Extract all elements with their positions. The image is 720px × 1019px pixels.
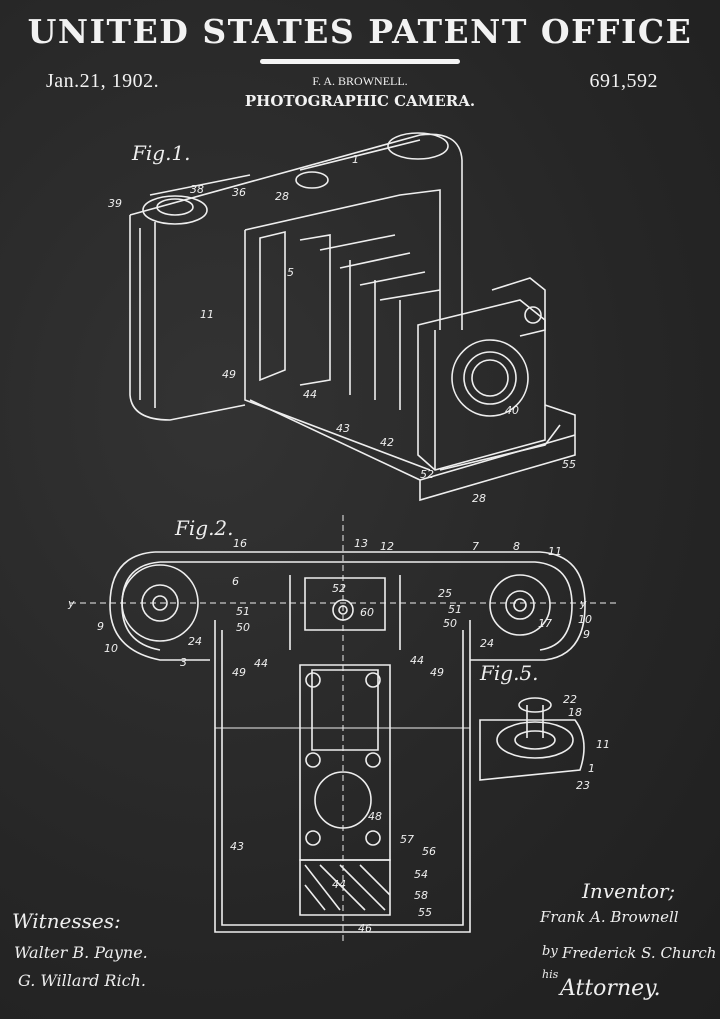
fig1-label: Fig.1. [131, 141, 191, 165]
patent-date: Jan.21, 1902. [46, 70, 160, 92]
witness-signature: G. Willard Rich. [18, 971, 146, 990]
ref-numeral: 23 [576, 779, 590, 792]
ref-numeral: 1 [352, 153, 359, 166]
fig5-label: Fig.5. [479, 661, 539, 685]
ref-numeral: 13 [354, 537, 368, 550]
ref-numeral: 3 [180, 656, 187, 669]
ref-numeral: 55 [562, 458, 576, 471]
ref-numeral: 49 [232, 666, 246, 679]
ref-numeral: 9 [97, 620, 104, 633]
ref-numeral: 18 [568, 706, 582, 719]
ref-numeral: 49 [430, 666, 444, 679]
fig2-section-drawing [70, 515, 620, 945]
ref-numeral: 50 [236, 621, 250, 634]
ref-numeral: 40 [505, 404, 519, 417]
ref-numeral: 12 [380, 540, 394, 553]
patent-number: 691,592 [589, 70, 658, 92]
inventor-label: Inventor; [581, 879, 675, 903]
ref-numeral: 54 [414, 868, 428, 881]
title-divider [260, 59, 460, 64]
ref-numeral: 42 [380, 436, 394, 449]
ref-numeral: 43 [336, 422, 350, 435]
ref-numeral: 48 [368, 810, 382, 823]
ref-numeral: 55 [418, 906, 432, 919]
ref-numeral: 28 [472, 492, 486, 505]
his-text: his [542, 968, 559, 981]
ref-numeral: 44 [332, 878, 346, 891]
inventor-name: F. A. BROWNELL. [312, 74, 408, 88]
ref-numeral: 10 [578, 613, 592, 626]
ref-numeral: y [67, 597, 75, 610]
ref-numeral: 51 [236, 605, 250, 618]
attorney-signature: Frederick S. Church [561, 944, 716, 962]
ref-numeral: 50 [443, 617, 457, 630]
ref-numeral: 58 [414, 889, 428, 902]
fig2-label: Fig.2. [174, 516, 234, 540]
ref-numeral: 1 [588, 762, 595, 775]
ref-numeral: 5 [287, 266, 294, 279]
ref-numeral: 52 [420, 468, 434, 481]
ref-numeral: 46 [358, 922, 372, 935]
by-text: by [542, 944, 558, 959]
inventor-signature: Frank A. Brownell [539, 908, 679, 926]
attorney-label: Attorney. [558, 976, 661, 1001]
ref-numeral: 38 [190, 183, 204, 196]
ref-numeral: y [579, 597, 587, 610]
ref-numeral: 8 [513, 540, 520, 553]
ref-numeral: 28 [275, 190, 289, 203]
ref-numeral: 39 [108, 197, 122, 210]
witnesses-label: Witnesses: [12, 909, 121, 933]
ref-numeral: 6 [232, 575, 239, 588]
ref-numeral: 11 [548, 545, 562, 558]
ref-numeral: 10 [104, 642, 118, 655]
ref-numeral: 16 [233, 537, 247, 550]
ref-numeral: 36 [232, 186, 246, 199]
witness-signature: Walter B. Payne. [14, 943, 148, 962]
invention-title: PHOTOGRAPHIC CAMERA. [244, 92, 476, 110]
fig1-camera-drawing [129, 132, 576, 502]
ref-numeral: 11 [200, 308, 214, 321]
ref-numeral: 11 [596, 738, 610, 751]
ref-numeral: 43 [230, 840, 244, 853]
ref-numeral: 52 [332, 582, 346, 595]
ref-numeral: 7 [472, 540, 479, 553]
ref-numeral: 25 [438, 587, 452, 600]
office-title: UNITED STATES PATENT OFFICE [27, 12, 693, 51]
ref-numeral: 51 [448, 603, 462, 616]
ref-numeral: 44 [410, 654, 424, 667]
ref-numeral: 17 [538, 617, 552, 630]
fig5-key-drawing [479, 697, 585, 781]
ref-numeral: 57 [400, 833, 414, 846]
ref-numeral: 60 [360, 606, 374, 619]
ref-numeral: 22 [563, 693, 577, 706]
ref-numeral: 49 [222, 368, 236, 381]
ref-numeral: 24 [188, 635, 202, 648]
ref-numeral: 24 [480, 637, 494, 650]
ref-numeral: 56 [422, 845, 436, 858]
ref-numeral: 44 [303, 388, 317, 401]
ref-numeral: 44 [254, 657, 268, 670]
ref-numeral: 9 [583, 628, 590, 641]
